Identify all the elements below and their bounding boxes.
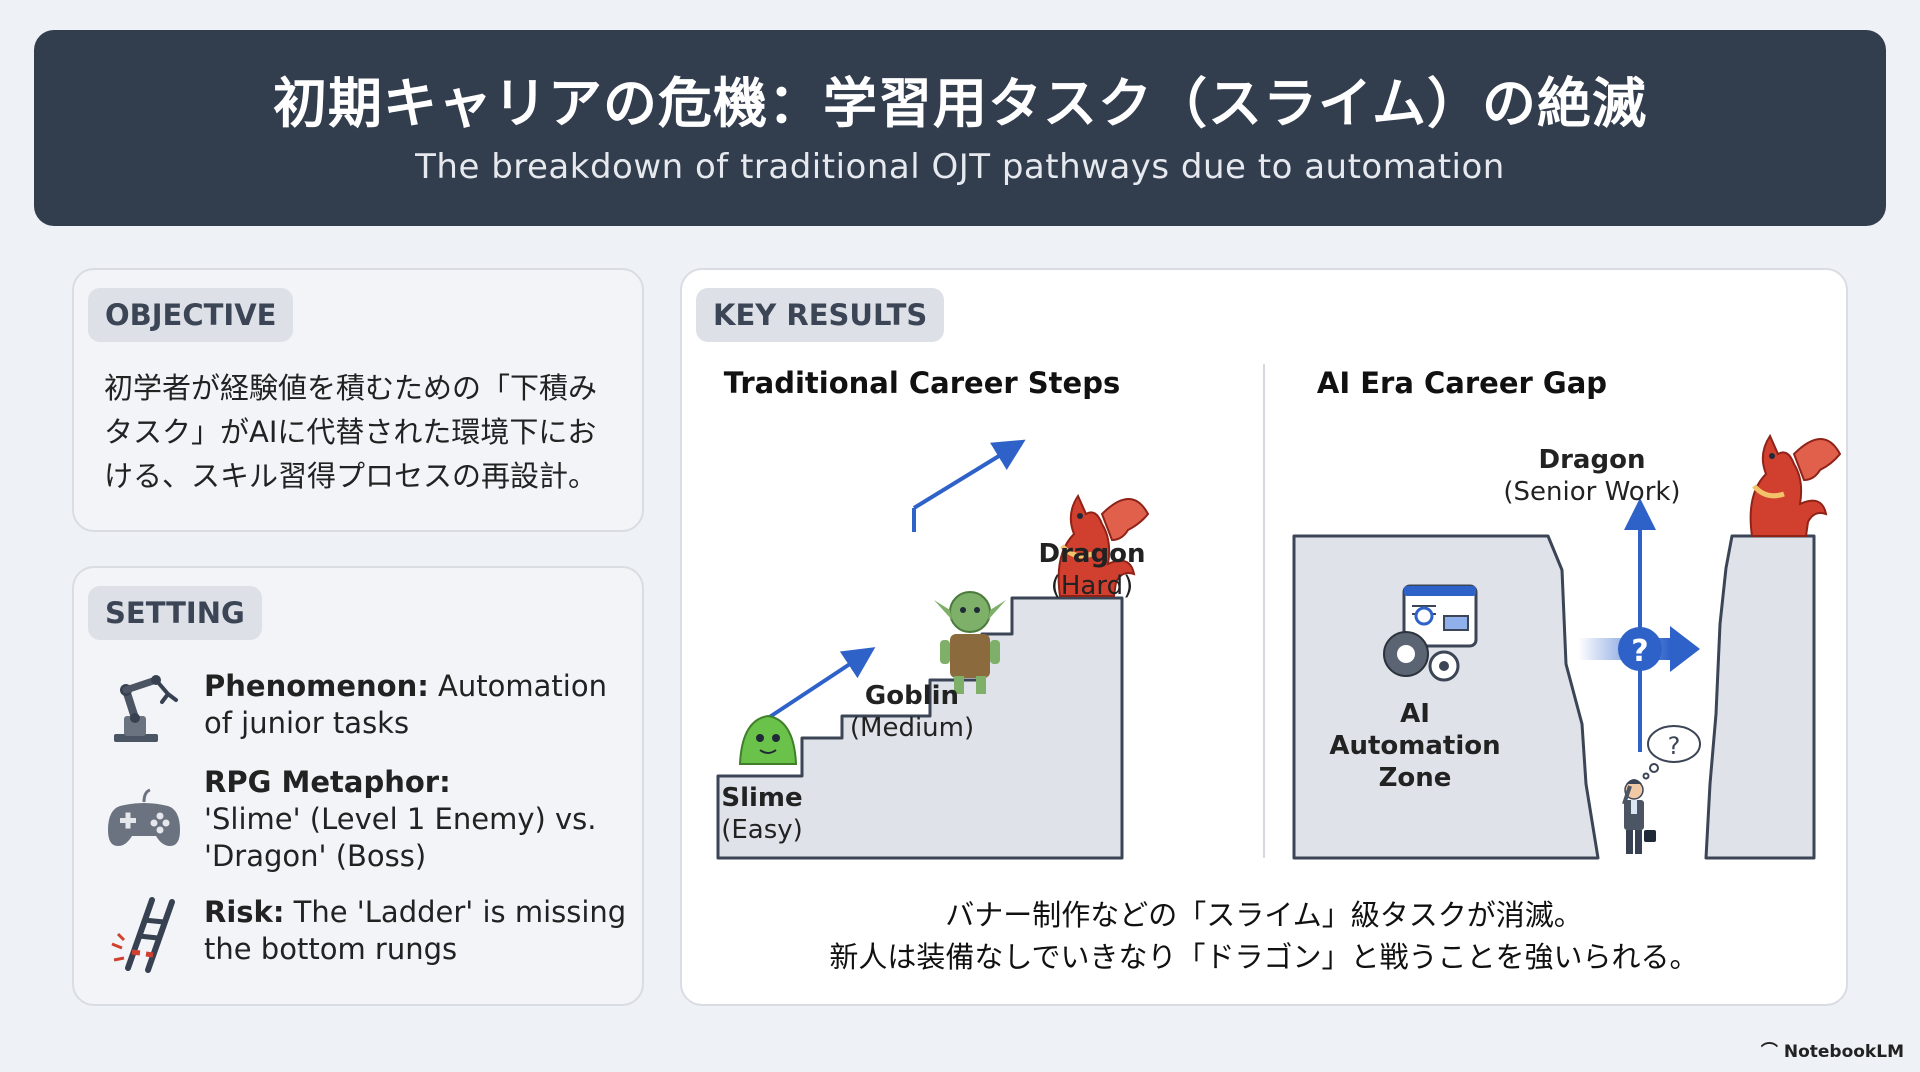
dragon-hard-label: Dragon(Hard) (1038, 539, 1146, 601)
ai-automation-icon (1383, 584, 1478, 682)
question-icon (1618, 627, 1662, 671)
setting-item-text: RPG Metaphor:'Slime' (Level 1 Enemy) vs.… (204, 765, 597, 873)
question-mark: ? (1631, 634, 1648, 669)
gap-right-arrow-head (1670, 626, 1700, 672)
objective-tag: OBJECTIVE (88, 288, 294, 342)
setting-card: SETTING Phenomenon: Automation of junior… (72, 566, 644, 1006)
dragon-character (1057, 493, 1150, 597)
ai-automation-cliff (1292, 534, 1600, 860)
key-results-caption: バナー制作などの「スライム」級タスクが消滅。 新人は装備なしでいきなり「ドラゴン… (829, 898, 1699, 974)
objective-text: 初学者が経験値を積むための「下積みタスク」がAIに代替された環境下における、スキ… (104, 371, 598, 493)
robot-arm-icon (114, 675, 178, 742)
page-title: 初期キャリアの危機：学習用タスク（スライム）の絶滅 (273, 72, 1647, 135)
dragon-character (1749, 433, 1842, 537)
career-diagram: ? ? (716, 364, 1842, 860)
setting-tag: SETTING (88, 586, 262, 640)
notebooklm-logo-icon: ⌒ (1760, 1042, 1784, 1062)
key-results-tag: KEY RESULTS (696, 288, 945, 342)
key-results-card: KEY RESULTS Traditional Career Steps AI … (680, 268, 1848, 1006)
traditional-steps-title: Traditional Career Steps (723, 366, 1121, 400)
notebooklm-brand: ⌒ NotebookLM (1760, 1042, 1904, 1062)
setting-item-text: Phenomenon: Automation of junior tasks (204, 669, 607, 740)
header-banner: 初期キャリアの危機：学習用タスク（スライム）の絶滅 The breakdown … (34, 30, 1886, 226)
broken-ladder-icon (111, 897, 175, 973)
staircase-visible (716, 596, 1124, 860)
progress-arrow-1 (760, 647, 876, 724)
goblin-character (934, 591, 1006, 694)
senior-work-cliff (1704, 534, 1816, 860)
newbie-person-icon (1622, 779, 1656, 854)
slime-label: Slime(Easy) (721, 783, 803, 845)
progress-arrow-2 (912, 439, 1026, 510)
thought-bubble-question: ? (1668, 732, 1681, 760)
slime-character (738, 714, 798, 765)
ai-era-gap-title: AI Era Career Gap (1316, 366, 1608, 400)
gamepad-icon (108, 788, 180, 846)
thought-bubble-icon: ? (1642, 725, 1701, 780)
setting-item-text: Risk: The 'Ladder' is missing the bottom… (204, 895, 627, 966)
goblin-label: Goblin(Medium) (849, 681, 975, 743)
dragon-senior-label: Dragon(Senior Work) (1503, 445, 1681, 507)
page-subtitle: The breakdown of traditional OJT pathway… (415, 146, 1505, 187)
objective-card: OBJECTIVE 初学者が経験値を積むための「下積みタスク」がAIに代替された… (72, 268, 644, 532)
